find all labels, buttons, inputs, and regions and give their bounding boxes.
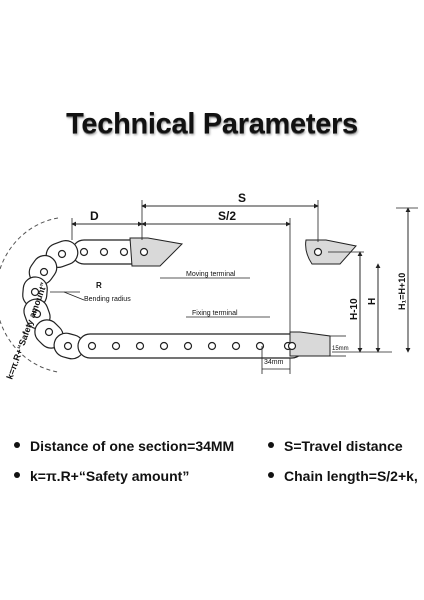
- label-Hf: H₁=H+10: [397, 273, 407, 310]
- label-bending-radius: Bending radius: [84, 296, 131, 303]
- label-15mm: 15mm: [332, 346, 349, 352]
- label-fixing-terminal: Fixing terminal: [192, 310, 238, 317]
- label-34mm: 34mm: [264, 359, 284, 366]
- label-S2: S/2: [218, 209, 236, 223]
- label-H10: H-10: [349, 298, 360, 320]
- dimension-lines: [50, 200, 418, 374]
- bullet-dot-icon: [14, 472, 20, 479]
- bullet-dot-icon: [268, 442, 274, 449]
- bullet-k-formula: k=π.R+“Safety amount”: [14, 468, 189, 484]
- lower-chain: [77, 333, 305, 359]
- page-title: Technical Parameters: [66, 108, 358, 140]
- bullet-dot-icon: [268, 472, 274, 479]
- bullet-dot-icon: [14, 442, 20, 449]
- bullet-section-distance: Distance of one section=34MM: [14, 438, 234, 454]
- drag-chain-diagram: S S/2 D R Bending radius Moving terminal…: [0, 191, 418, 381]
- fixing-terminal-bracket: [289, 331, 331, 357]
- label-R: R: [96, 281, 102, 290]
- bend-chain: [22, 240, 85, 360]
- bullet-travel-distance: S=Travel distance: [268, 438, 403, 454]
- label-S: S: [238, 191, 246, 205]
- label-H: H: [367, 298, 378, 305]
- label-moving-terminal: Moving terminal: [186, 271, 236, 278]
- moving-terminal-bracket: [129, 237, 184, 267]
- label-D: D: [90, 209, 99, 223]
- bullet-chain-length: Chain length=S/2+k,: [268, 468, 418, 484]
- safety-arc: [0, 217, 59, 373]
